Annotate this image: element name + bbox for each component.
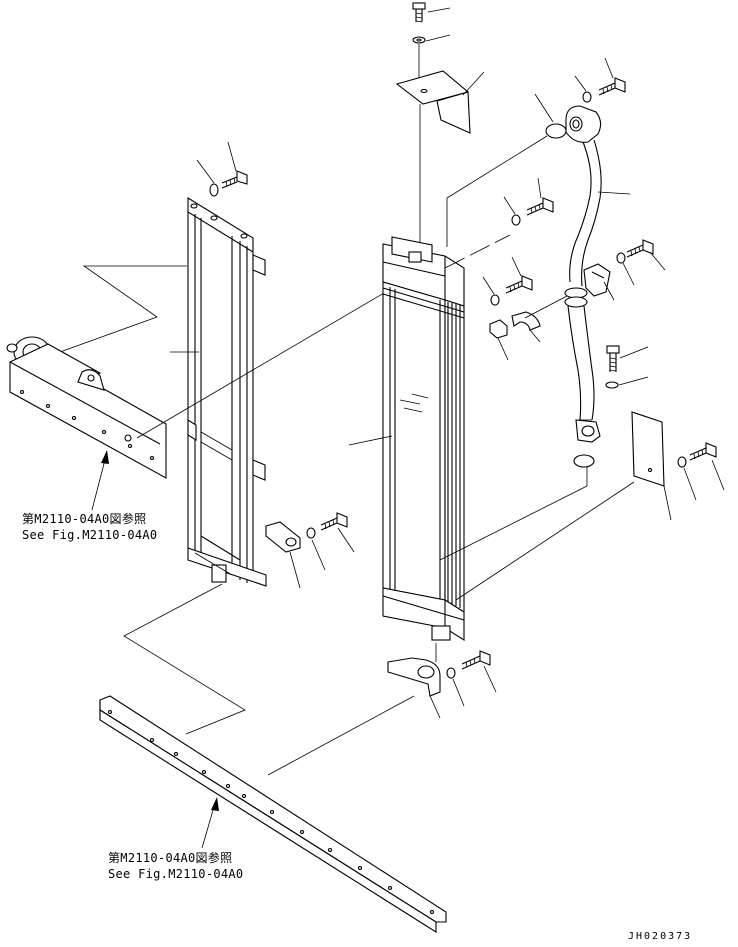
leader-line	[123, 583, 246, 735]
leader-line	[444, 234, 511, 269]
radiator-core	[382, 236, 465, 641]
frame-lower-bolt	[306, 512, 355, 571]
leader-line	[446, 135, 548, 247]
hose-clamp	[511, 311, 541, 343]
leader-line	[455, 481, 635, 601]
left-upper-washer	[196, 159, 219, 197]
hose-lower-bolt	[605, 345, 649, 389]
left-mount-bracket	[6, 336, 167, 479]
leader-line	[524, 295, 568, 319]
reference-note-left-en: See Fig.M2110-04A0	[22, 528, 158, 542]
leader-line	[59, 265, 187, 353]
reference-circle-top	[545, 123, 567, 139]
top-bolt	[412, 2, 451, 23]
bottom-crossbar	[99, 695, 447, 933]
clamp-bolt	[482, 256, 533, 306]
reference-note-bottom-en: See Fig.M2110-04A0	[108, 867, 244, 881]
top-washer	[412, 34, 451, 44]
leader-line	[136, 292, 385, 439]
leader-line	[534, 93, 554, 123]
mid-bolt-upper	[503, 177, 554, 226]
coolant-hose	[564, 105, 602, 443]
left-frame	[187, 197, 267, 587]
leader-line	[597, 191, 631, 195]
hose-fitting-bolt	[574, 57, 626, 103]
right-side-bracket	[631, 411, 672, 521]
top-bracket	[395, 70, 485, 134]
reference-arrow-bottom	[201, 797, 219, 849]
reference-arrow-left	[91, 450, 109, 511]
left-upper-bolt	[221, 141, 248, 189]
reference-circle-bottom	[573, 454, 595, 468]
leader-line	[439, 485, 588, 561]
leader-line	[348, 435, 393, 446]
clip-bolt	[616, 239, 666, 286]
hose-clip	[583, 263, 615, 301]
reference-note-left-jp: 第M2110-04A0図参照	[22, 512, 147, 526]
drawing-code: JH020373	[628, 931, 693, 942]
right-bracket-bolt	[677, 442, 725, 501]
frame-lower-bracket	[265, 521, 301, 589]
bottom-bolt	[446, 650, 497, 707]
reference-note-bottom-jp: 第M2110-04A0図参照	[108, 851, 233, 865]
leader-line	[267, 695, 415, 776]
clamp-nut	[489, 319, 509, 361]
bottom-mount-bracket	[387, 657, 441, 719]
